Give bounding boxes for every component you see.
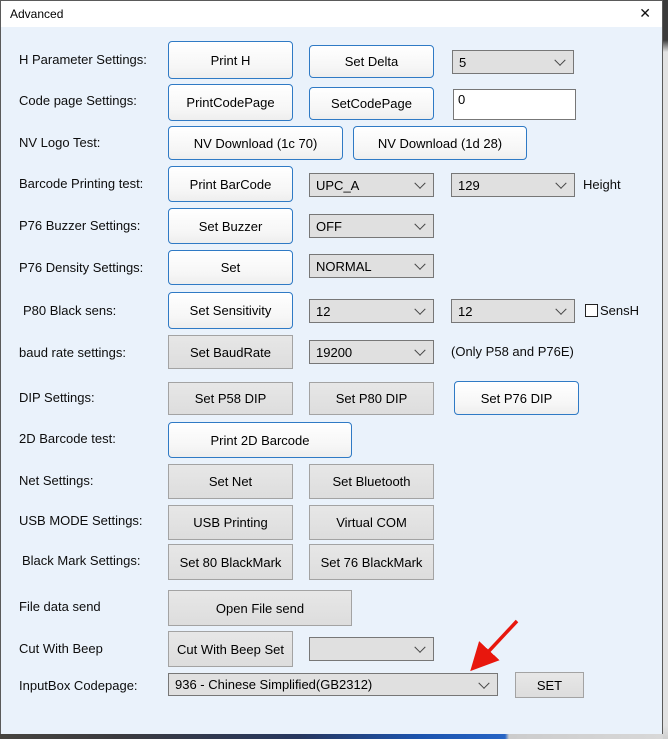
chevron-down-icon (555, 303, 567, 315)
set-bluetooth-button[interactable]: Set Bluetooth (309, 464, 434, 499)
set-density-button[interactable]: Set (168, 250, 293, 285)
set-net-button[interactable]: Set Net (168, 464, 293, 499)
baud-label: baud rate settings: (19, 345, 126, 360)
chevron-down-icon (555, 177, 567, 189)
black-sens-label: P80 Black sens: (23, 303, 117, 318)
barcode-height-select[interactable]: 129 (451, 173, 575, 197)
set-sensitivity-button[interactable]: Set Sensitivity (168, 292, 293, 329)
print-2d-barcode-button[interactable]: Print 2D Barcode (168, 422, 352, 458)
baud-select[interactable]: 19200 (309, 340, 434, 364)
close-icon[interactable]: ✕ (639, 5, 651, 21)
barcode-type-select[interactable]: UPC_A (309, 173, 434, 197)
window-title: Advanced (10, 7, 64, 21)
height-label: Height (583, 177, 621, 192)
usb-mode-label: USB MODE Settings: (19, 513, 143, 528)
print-codepage-button[interactable]: PrintCodePage (168, 84, 293, 121)
sens-select-2[interactable]: 12 (451, 299, 575, 323)
set-80-blackmark-button[interactable]: Set 80 BlackMark (168, 544, 293, 580)
net-label: Net Settings: (19, 473, 94, 488)
file-send-label: File data send (19, 599, 101, 614)
barcode2d-label: 2D Barcode test: (19, 431, 116, 446)
title-bar[interactable]: Advanced ✕ (1, 1, 662, 27)
cut-beep-select[interactable] (309, 637, 434, 661)
set-p80-dip-button[interactable]: Set P80 DIP (309, 382, 434, 415)
h-param-label: H Parameter Settings: (19, 52, 147, 67)
chevron-down-icon (414, 258, 426, 270)
set-button[interactable]: SET (515, 672, 584, 698)
chevron-down-icon (414, 344, 426, 356)
chevron-down-icon (414, 641, 426, 653)
set-codepage-button[interactable]: SetCodePage (309, 87, 434, 120)
codepage-input[interactable]: 0 (453, 89, 576, 120)
set-delta-button[interactable]: Set Delta (309, 45, 434, 78)
buzzer-label: P76 Buzzer Settings: (19, 218, 141, 233)
sens-select-1-value: 12 (316, 303, 331, 319)
nv-download-1d28-button[interactable]: NV Download (1d 28) (353, 126, 527, 160)
barcode-test-label: Barcode Printing test: (19, 176, 144, 191)
inputbox-codepage-select[interactable]: 936 - Chinese Simplified(GB2312) (168, 673, 498, 696)
chevron-down-icon (414, 303, 426, 315)
print-h-button[interactable]: Print H (168, 41, 293, 79)
delta-select[interactable]: 5 (452, 50, 574, 74)
background-bottom-edge (0, 734, 663, 739)
nv-logo-label: NV Logo Test: (19, 135, 101, 150)
dialog-client-area: H Parameter Settings: Print H Set Delta … (1, 27, 662, 734)
cut-beep-label: Cut With Beep (19, 641, 103, 656)
inputbox-codepage-label: InputBox Codepage: (19, 678, 138, 693)
density-select-value: NORMAL (316, 258, 372, 274)
barcode-height-value: 129 (458, 177, 480, 193)
buzzer-select-value: OFF (316, 218, 342, 234)
dip-label: DIP Settings: (19, 390, 95, 405)
print-barcode-button[interactable]: Print BarCode (168, 166, 293, 202)
sens-select-2-value: 12 (458, 303, 473, 319)
chevron-down-icon (478, 677, 490, 689)
set-p58-dip-button[interactable]: Set P58 DIP (168, 382, 293, 415)
cut-with-beep-set-button[interactable]: Cut With Beep Set (168, 631, 293, 667)
set-buzzer-button[interactable]: Set Buzzer (168, 208, 293, 244)
delta-select-value: 5 (459, 54, 467, 70)
baud-note: (Only P58 and P76E) (451, 344, 574, 359)
density-select[interactable]: NORMAL (309, 254, 434, 278)
usb-printing-button[interactable]: USB Printing (168, 505, 293, 540)
chevron-down-icon (414, 177, 426, 189)
set-baudrate-button[interactable]: Set BaudRate (168, 335, 293, 369)
sensh-checkbox-label: SensH (600, 303, 640, 318)
set-76-blackmark-button[interactable]: Set 76 BlackMark (309, 544, 434, 580)
set-p76-dip-button[interactable]: Set P76 DIP (454, 381, 579, 415)
buzzer-select[interactable]: OFF (309, 214, 434, 238)
blackmark-label: Black Mark Settings: (22, 553, 141, 568)
barcode-type-value: UPC_A (316, 177, 360, 193)
open-file-send-button[interactable]: Open File send (168, 590, 352, 626)
baud-select-value: 19200 (316, 344, 353, 360)
density-label: P76 Density Settings: (19, 260, 144, 275)
background-right-edge (663, 0, 668, 739)
code-page-label: Code page Settings: (19, 93, 137, 108)
sensh-checkbox[interactable] (585, 304, 598, 317)
inputbox-codepage-value: 936 - Chinese Simplified(GB2312) (175, 677, 373, 692)
chevron-down-icon (414, 218, 426, 230)
sens-select-1[interactable]: 12 (309, 299, 434, 323)
chevron-down-icon (554, 54, 566, 66)
nv-download-1c70-button[interactable]: NV Download (1c 70) (168, 126, 343, 160)
virtual-com-button[interactable]: Virtual COM (309, 505, 434, 540)
